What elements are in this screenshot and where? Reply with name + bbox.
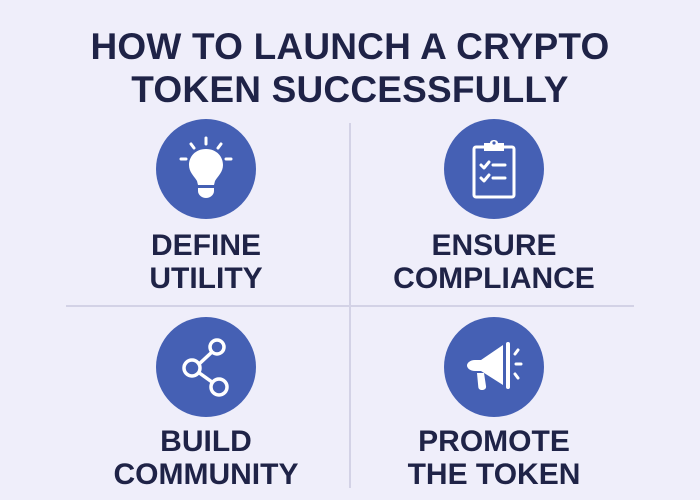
step-4-icon-circle — [444, 317, 544, 417]
megaphone-icon — [467, 342, 523, 390]
step-3-icon-circle — [156, 317, 256, 417]
clipboard-checklist-icon — [472, 140, 516, 199]
step-1-icon-circle — [156, 119, 256, 219]
step-3-label: BUILD COMMUNITY — [113, 425, 299, 491]
step-2-icon-circle — [444, 119, 544, 219]
share-network-icon — [182, 338, 229, 397]
step-1-label: DEFINE UTILITY — [149, 229, 263, 295]
page-title: HOW TO LAUNCH A CRYPTO TOKEN SUCCESSFULL… — [0, 25, 700, 111]
title-line-2: TOKEN SUCCESSFULLY — [131, 69, 569, 110]
lightbulb-icon — [179, 136, 233, 198]
step-2-label: ENSURE COMPLIANCE — [393, 229, 595, 295]
title-line-1: HOW TO LAUNCH A CRYPTO — [90, 26, 610, 67]
horizontal-divider — [66, 305, 634, 307]
step-4-label: PROMOTE THE TOKEN — [407, 425, 581, 491]
